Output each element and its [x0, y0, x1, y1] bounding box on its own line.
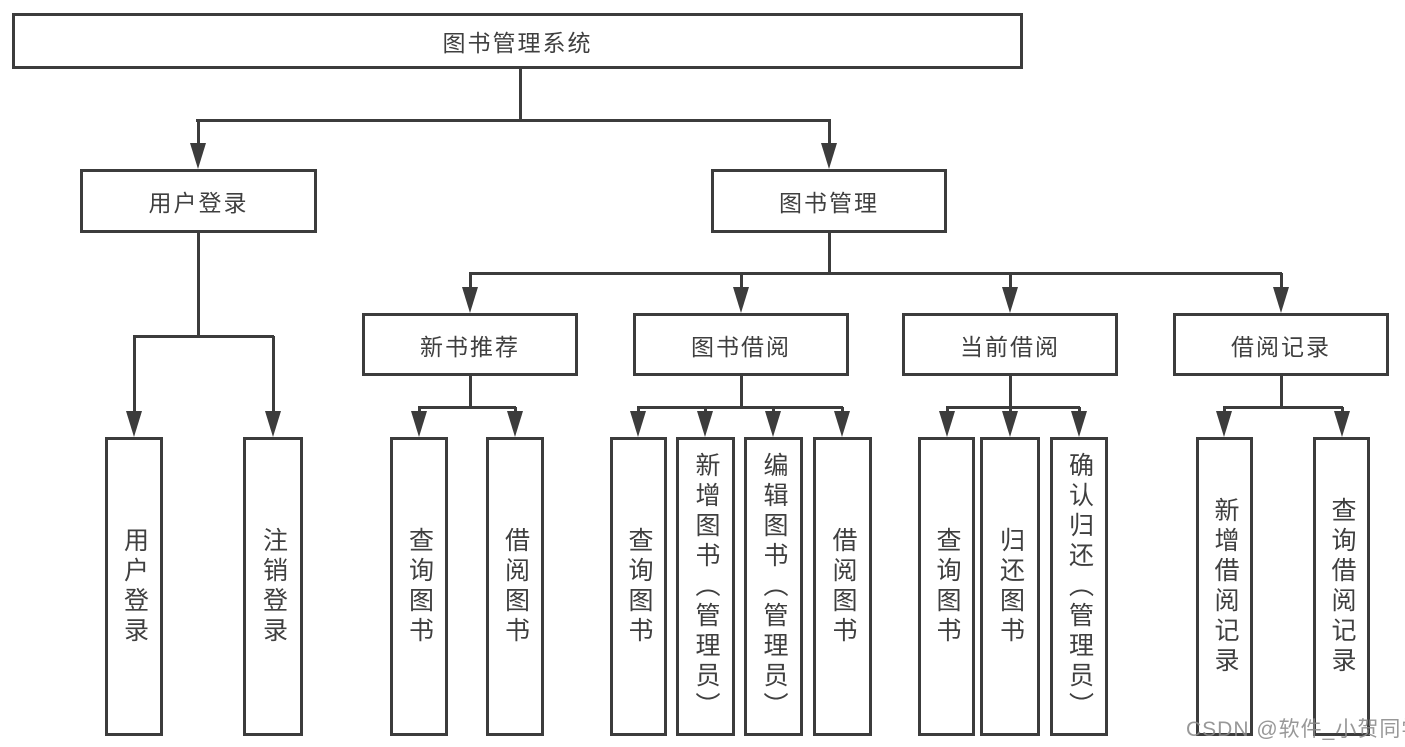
- connector-vline: [469, 273, 472, 291]
- node-current-borrow-label: 当前借阅: [960, 333, 1060, 360]
- connector-hline: [1223, 406, 1343, 409]
- connector-vline: [469, 376, 472, 408]
- arrow-down-icon: [821, 143, 837, 169]
- arrow-down-icon: [1002, 411, 1018, 437]
- leaf-current-query-books: 查询图书: [918, 437, 975, 736]
- node-user-login-label: 用户登录: [148, 190, 249, 216]
- connector-hline: [196, 119, 831, 122]
- connector-vline: [740, 376, 743, 408]
- leaf-borrow-query-books-label: 查询图书: [625, 526, 653, 647]
- arrow-down-icon: [733, 287, 749, 313]
- leaf-user-login-label: 用户登录: [120, 526, 149, 647]
- leaf-query-borrow-record: 查询借阅记录: [1313, 437, 1370, 736]
- connector-vline: [272, 336, 275, 415]
- leaf-confirm-return-admin-label: 确认归还（管理员）: [1065, 451, 1094, 722]
- node-book-management: 图书管理: [711, 169, 947, 233]
- connector-vline: [519, 69, 522, 121]
- connector-hline: [946, 406, 1080, 409]
- arrow-down-icon: [462, 287, 478, 313]
- leaf-recommend-borrow-books: 借阅图书: [486, 437, 544, 736]
- connector-hline: [637, 406, 843, 409]
- node-user-login: 用户登录: [80, 169, 317, 233]
- arrow-down-icon: [630, 411, 646, 437]
- arrow-down-icon: [765, 411, 781, 437]
- leaf-edit-books-admin-label: 编辑图书（管理员）: [760, 451, 788, 722]
- arrow-down-icon: [1273, 287, 1289, 313]
- node-new-book-recommend-label: 新书推荐: [420, 333, 520, 360]
- connector-vline: [1009, 376, 1012, 408]
- node-root: 图书管理系统: [12, 13, 1023, 69]
- leaf-borrow-books-label: 借阅图书: [829, 526, 857, 647]
- arrow-down-icon: [1334, 411, 1350, 437]
- node-book-borrow-label: 图书借阅: [691, 333, 791, 360]
- arrow-down-icon: [507, 411, 523, 437]
- node-book-borrow: 图书借阅: [633, 313, 849, 376]
- leaf-user-login: 用户登录: [105, 437, 163, 736]
- connector-vline: [197, 233, 200, 337]
- leaf-return-books-label: 归还图书: [996, 526, 1025, 647]
- connector-hline: [418, 406, 516, 409]
- leaf-add-books-admin-label: 新增图书（管理员）: [692, 451, 720, 722]
- connector-vline: [1280, 376, 1283, 408]
- arrow-down-icon: [190, 143, 206, 169]
- leaf-return-books: 归还图书: [980, 437, 1040, 736]
- arrow-down-icon: [265, 411, 281, 437]
- leaf-current-query-books-label: 查询图书: [933, 526, 961, 647]
- arrow-down-icon: [1216, 411, 1232, 437]
- connector-hline: [469, 272, 1282, 275]
- node-new-book-recommend: 新书推荐: [362, 313, 578, 376]
- leaf-confirm-return-admin: 确认归还（管理员）: [1050, 437, 1108, 736]
- leaf-add-borrow-record: 新增借阅记录: [1196, 437, 1253, 736]
- leaf-logout-label: 注销登录: [259, 526, 288, 647]
- connector-hline: [133, 335, 274, 338]
- arrow-down-icon: [697, 411, 713, 437]
- leaf-add-borrow-record-label: 新增借阅记录: [1211, 496, 1239, 677]
- connector-vline: [828, 120, 831, 147]
- node-borrow-record: 借阅记录: [1173, 313, 1389, 376]
- leaf-recommend-query-books: 查询图书: [390, 437, 448, 736]
- node-book-management-label: 图书管理: [779, 190, 879, 216]
- leaf-add-books-admin: 新增图书（管理员）: [676, 437, 735, 736]
- connector-vline: [1280, 273, 1283, 291]
- arrow-down-icon: [939, 411, 955, 437]
- arrow-down-icon: [126, 411, 142, 437]
- connector-vline: [1009, 273, 1012, 291]
- leaf-query-borrow-record-label: 查询借阅记录: [1328, 496, 1356, 677]
- leaf-borrow-query-books: 查询图书: [610, 437, 667, 736]
- node-current-borrow: 当前借阅: [902, 313, 1118, 376]
- connector-vline: [740, 273, 743, 291]
- arrow-down-icon: [1002, 287, 1018, 313]
- node-root-label: 图书管理系统: [442, 30, 593, 56]
- arrow-down-icon: [411, 411, 427, 437]
- node-borrow-record-label: 借阅记录: [1231, 333, 1331, 360]
- connector-vline: [133, 336, 136, 415]
- connector-vline: [828, 233, 831, 274]
- leaf-recommend-query-books-label: 查询图书: [405, 526, 434, 647]
- csdn-watermark: CSDN @软件_小贺同学: [1186, 718, 1405, 741]
- leaf-borrow-books: 借阅图书: [813, 437, 872, 736]
- leaf-recommend-borrow-books-label: 借阅图书: [501, 526, 530, 647]
- leaf-edit-books-admin: 编辑图书（管理员）: [744, 437, 803, 736]
- arrow-down-icon: [834, 411, 850, 437]
- connector-vline: [197, 120, 200, 147]
- leaf-logout: 注销登录: [243, 437, 303, 736]
- arrow-down-icon: [1071, 411, 1087, 437]
